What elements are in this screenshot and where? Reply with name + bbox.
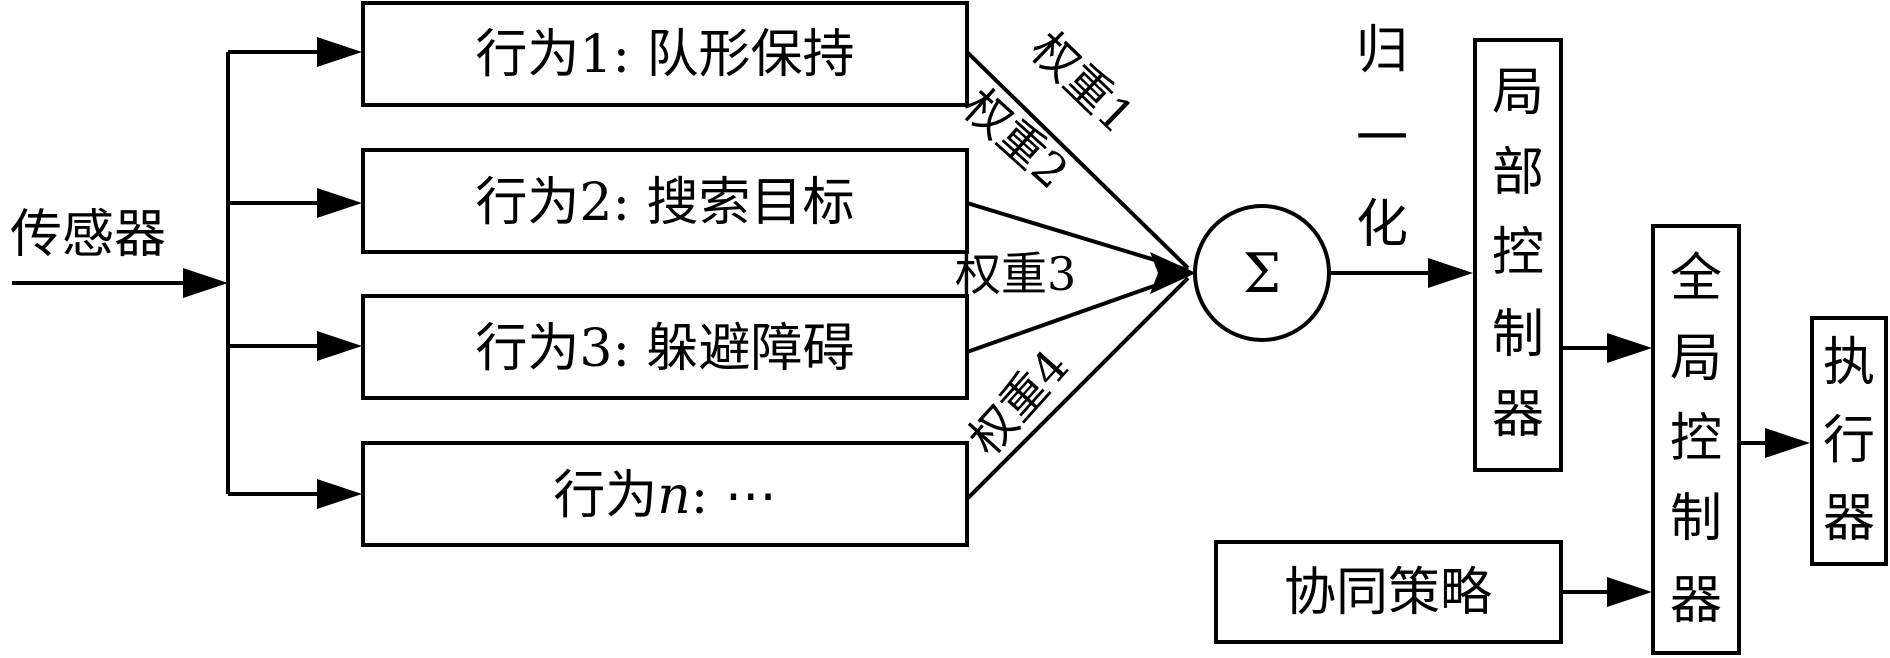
behavior-label-3: 行为3: 躲避障碍 <box>475 319 854 379</box>
weight-line-4 <box>965 276 1190 501</box>
sum-to-local-arrowhead <box>1428 258 1473 288</box>
weight-label-3: 权重3 <box>955 247 1076 301</box>
behavior-box-1 <box>361 1 969 107</box>
local-controller-char-1: 局 <box>1492 63 1544 123</box>
local-to-global-arrowhead <box>1607 333 1652 363</box>
actuator-char-3: 器 <box>1823 489 1875 549</box>
global-controller-char-1: 全 <box>1670 249 1722 309</box>
normalize-char-2: 一 <box>1356 109 1408 169</box>
summation-symbol: Σ <box>1243 242 1281 305</box>
branch-arrowhead-2 <box>317 188 362 218</box>
behavior-box-2 <box>361 148 969 254</box>
behavior-label-1: 行为1: 队形保持 <box>475 25 854 85</box>
summation-input-arrowhead <box>1150 252 1196 294</box>
sensor-label: 传感器 <box>10 205 166 265</box>
local-controller-char-2: 部 <box>1492 143 1544 203</box>
actuator-char-2: 行 <box>1823 411 1875 471</box>
global-controller-char-4: 制 <box>1670 489 1722 549</box>
global-to-actuator-arrowhead <box>1765 428 1810 458</box>
local-controller-box <box>1473 38 1563 472</box>
weight-line-3 <box>966 272 1189 354</box>
coop-strategy-box <box>1214 540 1563 644</box>
local-controller-char-5: 器 <box>1492 385 1544 445</box>
global-controller-char-3: 控 <box>1670 409 1722 469</box>
behavior-box-n <box>361 441 969 547</box>
local-controller-char-3: 控 <box>1492 223 1544 283</box>
normalize-char-3: 化 <box>1356 195 1408 255</box>
weight-line-2 <box>966 201 1189 272</box>
behavior-n-prefix: 行为 <box>553 466 657 526</box>
weight-line-1 <box>965 50 1190 270</box>
global-controller-char-2: 局 <box>1670 329 1722 389</box>
behavior-n-suffix: : ⋯ <box>691 466 777 526</box>
local-controller-char-4: 制 <box>1492 305 1544 365</box>
behavior-n-variable: n <box>657 466 691 526</box>
behavior-box-3 <box>361 294 969 400</box>
branch-arrowhead-3 <box>317 331 362 361</box>
branch-arrowhead-1 <box>317 37 362 67</box>
global-controller-char-5: 器 <box>1670 571 1722 631</box>
actuator-char-1: 执 <box>1823 333 1875 393</box>
behavior-label-n: 行为n: ⋯ <box>553 466 777 526</box>
global-controller-box <box>1651 224 1741 655</box>
behavior-label-2: 行为2: 搜索目标 <box>475 173 854 233</box>
actuator-box <box>1810 316 1888 566</box>
coop-strategy-label: 协同策略 <box>1284 563 1492 623</box>
branch-arrowhead-4 <box>317 479 362 509</box>
sensor-input-arrowhead <box>183 268 228 298</box>
coop-to-global-arrowhead <box>1607 577 1652 607</box>
normalize-char-1: 归 <box>1356 21 1408 81</box>
